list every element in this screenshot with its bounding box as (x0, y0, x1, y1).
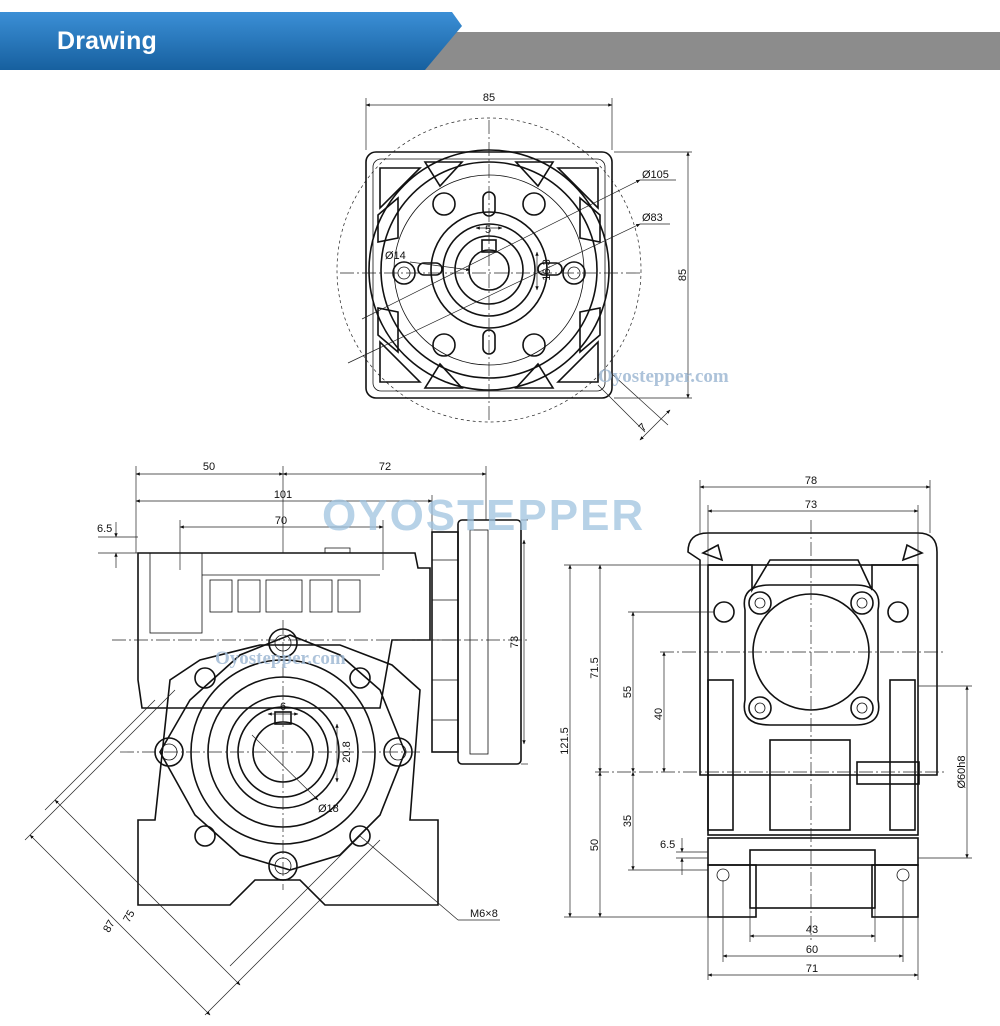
dim-side-right-span: 72 (379, 461, 391, 473)
dim-front-overall-width: 78 (805, 475, 817, 487)
dim-side-pcd-outer: 87 (101, 918, 118, 935)
dim-front-shaft-diameter: Ø60h8 (956, 755, 968, 788)
front-view: 78 73 121.5 71.5 50 55 35 40 6.5 Ø60h8 (559, 475, 972, 980)
dim-side-key-height: 20.8 (341, 741, 353, 762)
dim-side-key-width: 6 (280, 701, 286, 713)
dim-front-total-height: 121.5 (559, 727, 571, 755)
dim-front-base-mid: 60 (806, 944, 818, 956)
dim-top-pitch-diameter: Ø83 (642, 212, 663, 224)
dim-side-total-length: 101 (274, 489, 292, 501)
dim-front-lower-height: 50 (589, 839, 601, 851)
dim-side-left-span: 50 (203, 461, 215, 473)
dim-front-foot-hole: 6.5 (660, 839, 675, 851)
top-view: 85 85 Ø105 Ø83 Ø14 5 16.3 7 (336, 92, 692, 441)
dim-top-key-height: 16.3 (541, 259, 553, 280)
dim-top-height: 85 (677, 269, 689, 281)
header-banner-shape (0, 12, 1000, 70)
dim-front-hole-spacing-upper: 55 (622, 686, 634, 698)
page-title: Drawing (57, 27, 158, 55)
dim-front-bore-height: 40 (653, 708, 665, 720)
section-header-banner (0, 12, 1000, 70)
watermark-small-side: Oyostepper.com (215, 648, 346, 669)
dim-side-flange-offset: 6.5 (97, 523, 112, 535)
dim-top-key-width: 5 (485, 224, 491, 236)
side-view: 50 72 101 70 6.5 73 6 20.8 Ø18 75 8 (24, 461, 530, 1016)
dim-top-width: 85 (483, 92, 495, 104)
dim-front-base-outer: 71 (806, 963, 818, 975)
watermark-large: OYOSTEPPER (322, 491, 645, 540)
watermark-small-top: Oyostepper.com (598, 366, 729, 387)
dim-front-hole-spacing-lower: 35 (622, 815, 634, 827)
dim-side-flange-height: 73 (509, 636, 521, 648)
dim-front-inner-width: 73 (805, 499, 817, 511)
dim-top-bore: Ø14 (385, 250, 406, 262)
dim-front-upper-height: 71.5 (589, 657, 601, 678)
dim-front-base-inner: 43 (806, 924, 818, 936)
dim-side-pcd-inner: 75 (121, 908, 138, 925)
dim-side-hole-spacing: 70 (275, 515, 287, 527)
dim-side-thread: M6×8 (470, 908, 498, 920)
dim-top-outer-diameter: Ø105 (642, 169, 669, 181)
dim-side-bore: Ø18 (318, 803, 339, 815)
